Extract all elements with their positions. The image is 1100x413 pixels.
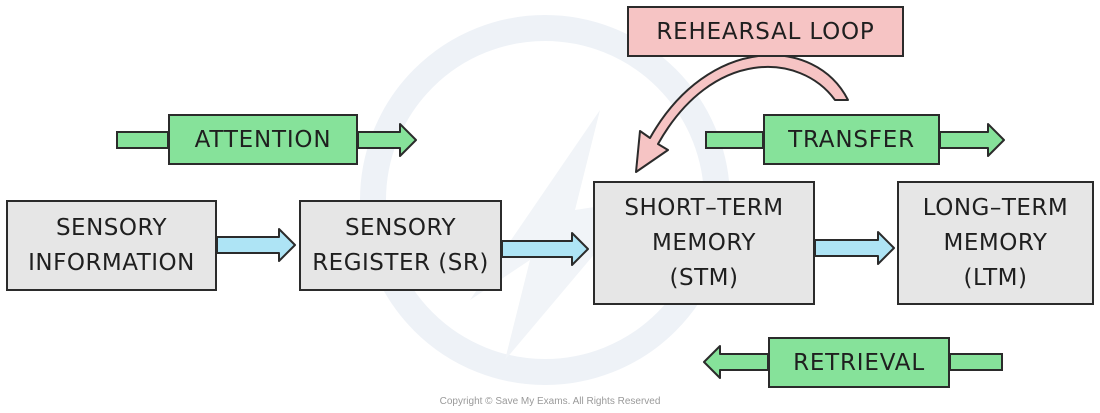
sensory-register-box: SENSORY REGISTER (SR) [299,200,502,291]
flow-arrow-sr-to-stm [501,232,589,266]
flow-arrow-stm-to-ltm [814,231,895,265]
rehearsal-loop-label: REHEARSAL LOOP [627,6,904,57]
rehearsal-loop-arrow [635,54,849,173]
flow-arrow-info-to-sr [216,228,296,262]
attention-label: ATTENTION [168,114,358,165]
attention-arrow [116,123,417,157]
retrieval-arrow [703,345,1003,379]
retrieval-label: RETRIEVAL [768,337,950,388]
transfer-arrow [705,123,1005,157]
long-term-memory-box: LONG–TERM MEMORY (LTM) [897,181,1094,305]
short-term-memory-box: SHORT–TERM MEMORY (STM) [593,181,815,305]
transfer-label: TRANSFER [763,114,940,165]
copyright-footer: Copyright © Save My Exams. All Rights Re… [439,396,661,407]
sensory-information-box: SENSORY INFORMATION [6,200,217,291]
